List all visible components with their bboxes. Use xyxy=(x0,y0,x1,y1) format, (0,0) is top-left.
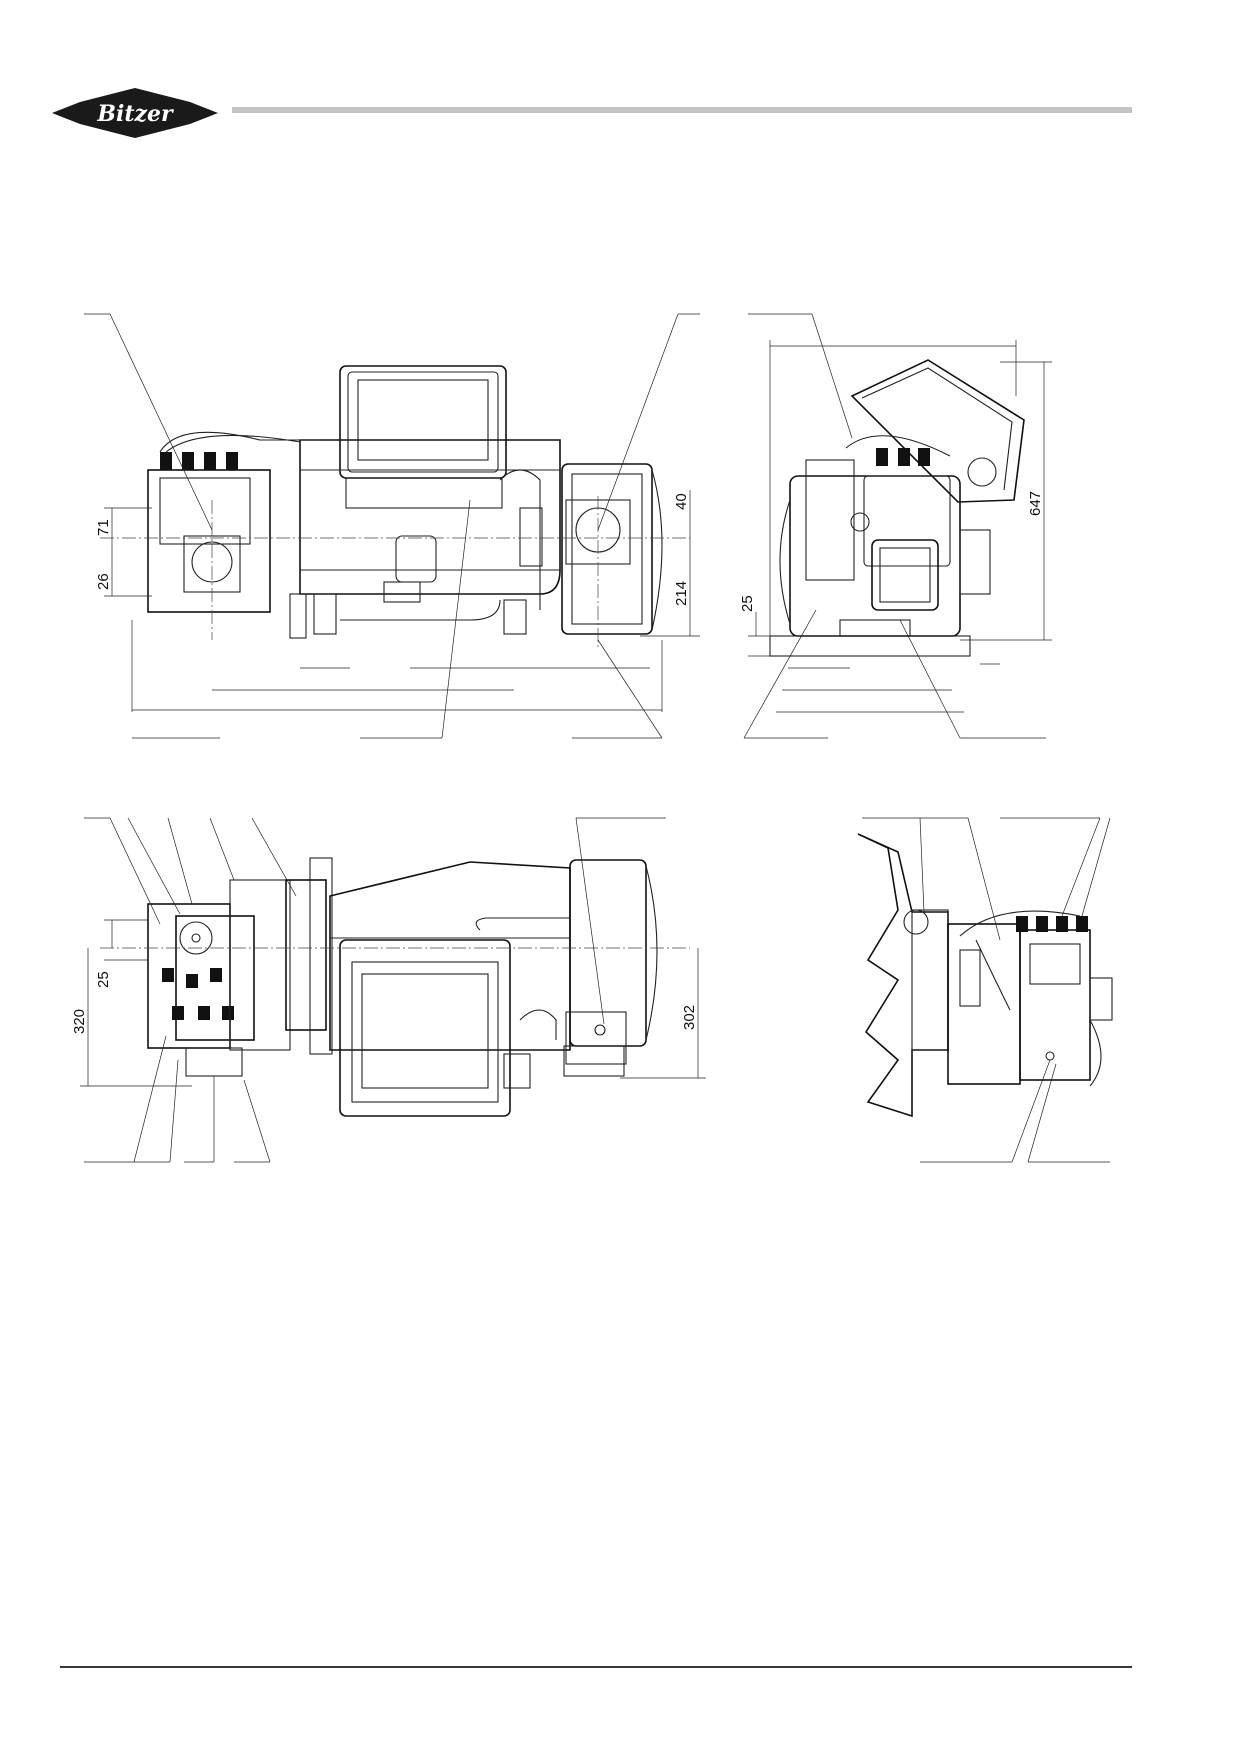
top-view-dimensions: 25 320 302 xyxy=(71,817,706,1163)
end-view-dimensions: 647 25 xyxy=(739,313,1052,739)
side-view: 71 26 40 214 xyxy=(84,313,700,739)
end-view: 647 25 xyxy=(739,313,1052,739)
header-rule xyxy=(232,107,1132,113)
dim-40: 40 xyxy=(673,493,690,510)
dim-320: 320 xyxy=(71,1009,88,1034)
dim-214: 214 xyxy=(673,581,690,606)
dim-26: 26 xyxy=(95,573,112,590)
bitzer-logo: Bitzer xyxy=(52,88,218,138)
dim-25-end: 25 xyxy=(739,595,756,612)
connector-blocks xyxy=(160,452,238,470)
partial-view xyxy=(857,817,1113,1163)
footer-rule xyxy=(60,1666,1132,1668)
dim-71: 71 xyxy=(95,519,112,536)
valve-plugs xyxy=(162,968,234,1020)
dim-302: 302 xyxy=(681,1005,698,1030)
top-view: 25 320 302 xyxy=(71,817,706,1163)
logo-text: Bitzer xyxy=(96,101,174,127)
side-view-dimensions: 71 26 40 214 xyxy=(84,313,700,739)
dim-25-top: 25 xyxy=(95,971,112,988)
dim-647: 647 xyxy=(1027,491,1044,516)
